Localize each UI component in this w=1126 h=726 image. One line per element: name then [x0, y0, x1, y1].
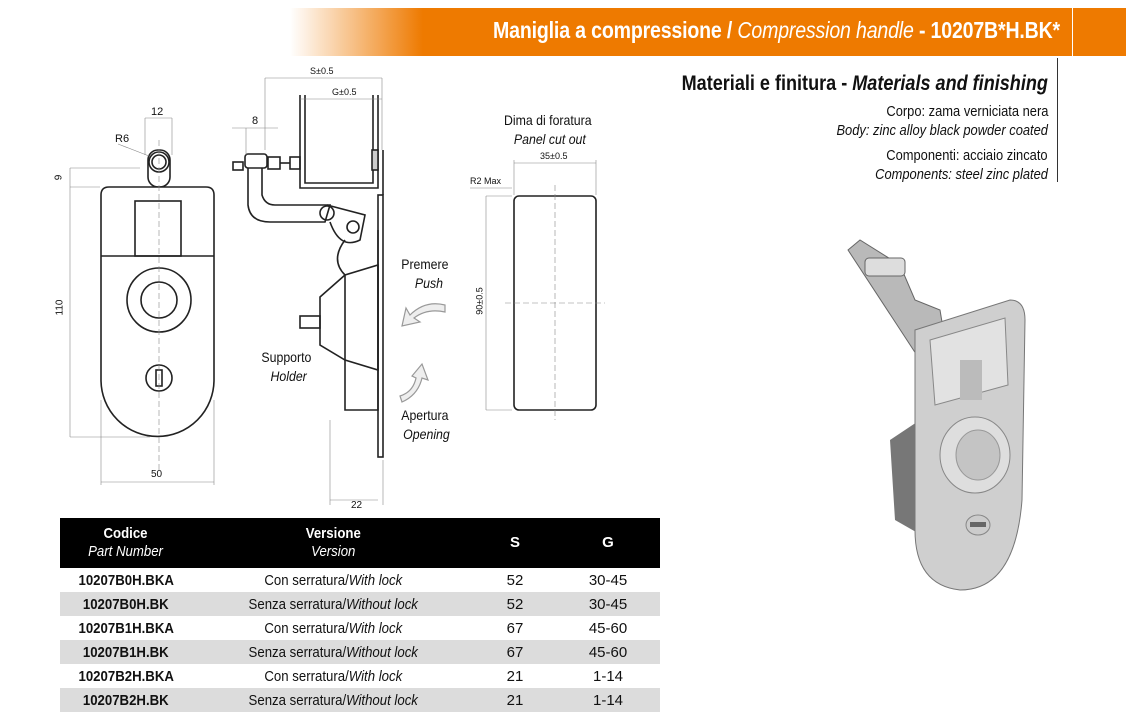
s-value: 52 — [506, 571, 524, 589]
part-code: 10207B2H.BKA — [78, 667, 174, 685]
header-banner-end — [1073, 8, 1126, 56]
product-photo — [847, 239, 1026, 591]
dim-9: 9 — [53, 174, 65, 181]
part-code: 10207B2H.BK — [60, 688, 192, 712]
version: Senza serratura/Without lock — [192, 688, 474, 712]
materials-body-it: Corpo: zama verniciata nera — [885, 103, 1048, 120]
cutout-dimension-lines — [470, 160, 605, 420]
side-dimension-lines — [232, 77, 384, 505]
g-value: 30-45 — [588, 571, 628, 589]
version: Con serratura/With lock — [264, 571, 402, 589]
part-code: 10207B0H.BK — [60, 592, 192, 616]
dim-35: 35±0.5 — [540, 151, 568, 161]
version: Con serratura/With lock — [264, 667, 402, 685]
g-value: 1-14 — [592, 667, 624, 685]
cutout-title-en: Panel cut out — [513, 131, 586, 147]
push-label-en: Push — [414, 275, 444, 291]
divider — [1057, 58, 1058, 182]
part-code: 10207B1H.BKA — [78, 619, 174, 637]
materials-title: Materiali e finitura - Materials and fin… — [681, 72, 1048, 95]
opening-label-en: Opening — [403, 426, 450, 442]
arrow-icons — [399, 303, 446, 403]
holder-label-en: Holder — [270, 368, 307, 384]
holder-label-it: Supporto — [261, 349, 312, 365]
opening-label-it: Apertura — [401, 407, 449, 423]
version: Con serratura/With lock — [264, 619, 402, 637]
cutout-title-it: Dima di foratura — [503, 112, 592, 128]
front-dimension-lines — [69, 117, 215, 485]
col-s: S — [474, 518, 556, 568]
version: Senza serratura/Without lock — [192, 592, 474, 616]
dim-12: 12 — [151, 106, 164, 118]
s-value: 67 — [506, 619, 524, 637]
front-view — [100, 149, 215, 438]
materials-body-en: Body: zinc alloy black powder coated — [836, 122, 1048, 139]
col-g: G — [556, 518, 660, 568]
part-code: 10207B1H.BK — [60, 640, 192, 664]
dim-g: G±0.5 — [332, 87, 357, 97]
table-row: 10207B2H.BKA Con serratura/With lock 21 1-1… — [60, 664, 660, 688]
header-banner — [290, 8, 1072, 56]
materials-components-en: Components: steel zinc plated — [875, 166, 1048, 183]
dim-s: S±0.5 — [310, 66, 334, 76]
push-label-it: Premere — [401, 256, 449, 272]
g-value: 1-14 — [556, 688, 660, 712]
s-value: 67 — [474, 640, 556, 664]
dim-r2: R2 Max — [470, 176, 502, 186]
table-row: 10207B0H.BKA Con serratura/With lock 52 30-… — [60, 568, 660, 592]
dim-50: 50 — [151, 469, 163, 480]
s-value: 52 — [474, 592, 556, 616]
s-value: 21 — [506, 667, 524, 685]
dim-110: 110 — [54, 299, 66, 316]
table-row: 10207B1H.BKA Con serratura/With lock 67 45-… — [60, 616, 660, 640]
version: Senza serratura/Without lock — [192, 640, 474, 664]
g-value: 30-45 — [556, 592, 660, 616]
g-value: 45-60 — [556, 640, 660, 664]
dim-90: 90±0.5 — [474, 287, 485, 315]
page-title: Maniglia a compressione / Compression ha… — [493, 17, 1060, 43]
dim-22: 22 — [351, 500, 363, 511]
dim-r6: R6 — [115, 133, 130, 145]
g-value: 45-60 — [588, 619, 628, 637]
materials-components-it: Componenti: acciaio zincato — [886, 147, 1048, 164]
s-value: 21 — [474, 688, 556, 712]
dim-8: 8 — [252, 115, 259, 127]
part-code: 10207B0H.BKA — [78, 571, 174, 589]
side-view — [232, 95, 384, 458]
